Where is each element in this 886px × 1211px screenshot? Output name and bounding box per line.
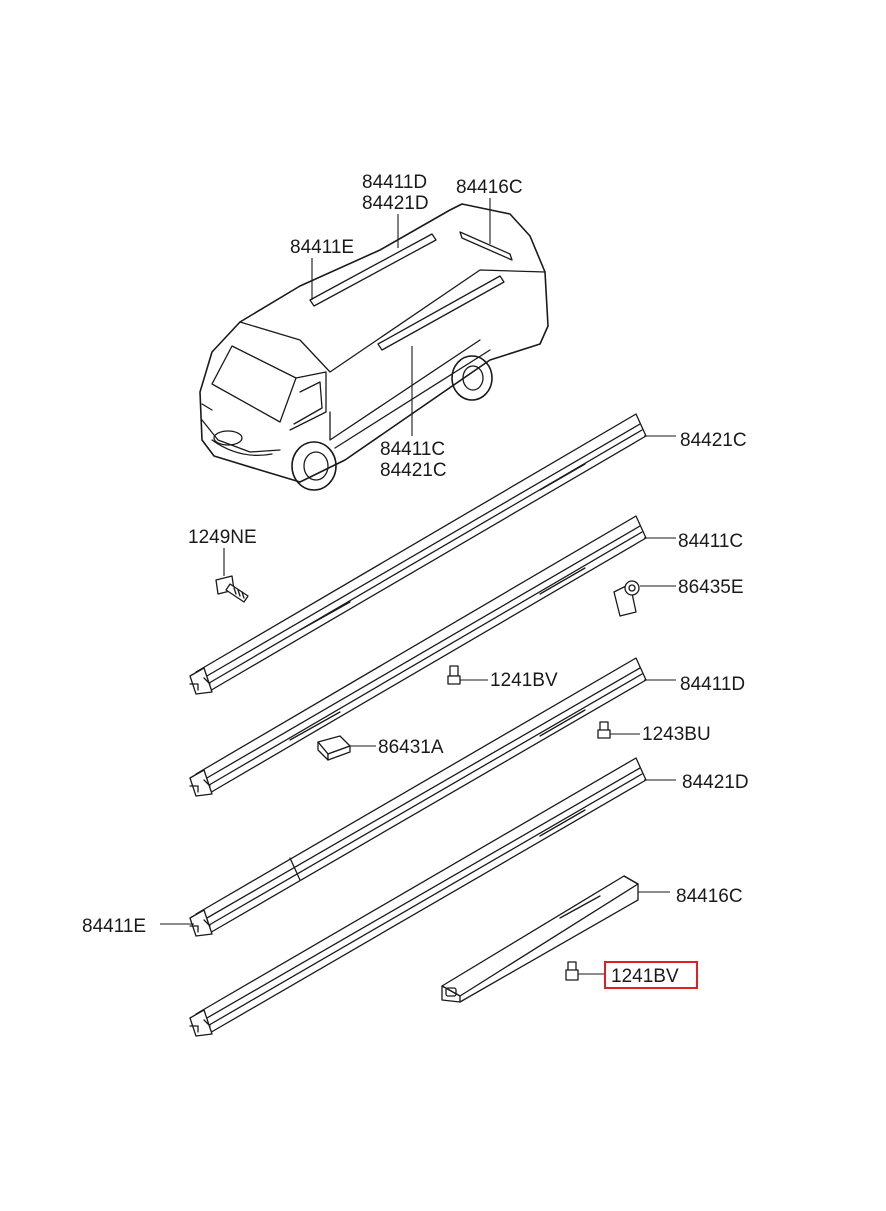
callout-84411E[interactable]: 84411E: [82, 916, 146, 937]
callout-84416C[interactable]: 84416C: [676, 886, 743, 907]
strip-84416C[interactable]: [441, 875, 639, 1003]
strip-84421D[interactable]: [189, 757, 647, 1037]
callout-van-84411E[interactable]: 84411E: [290, 237, 354, 258]
callout-84421D[interactable]: 84421D: [682, 772, 749, 793]
callout-84411C[interactable]: 84411C: [678, 531, 743, 552]
clip-86431A[interactable]: [317, 735, 351, 761]
callout-1249NE[interactable]: 1249NE: [188, 527, 257, 548]
strip-84411D[interactable]: [189, 657, 647, 937]
callout-1243BU[interactable]: 1243BU: [642, 724, 711, 745]
callout-86431A[interactable]: 86431A: [378, 737, 444, 758]
clip-86435E[interactable]: [613, 580, 640, 617]
callout-1241BV-upper[interactable]: 1241BV: [490, 670, 558, 691]
screw-1241BV-lower[interactable]: [565, 961, 579, 981]
callout-van-84416C[interactable]: 84416C: [456, 177, 523, 198]
highlight-box: [604, 961, 698, 989]
callout-van-84411C[interactable]: 84411C: [380, 439, 445, 460]
callout-84411D[interactable]: 84411D: [680, 674, 745, 695]
screw-1243BU[interactable]: [597, 721, 611, 739]
screw-1241BV-upper[interactable]: [447, 665, 461, 685]
callout-84421C[interactable]: 84421C: [680, 430, 747, 451]
van-illustration: [199, 203, 549, 491]
callout-1241BV-lower[interactable]: 1241BV: [611, 966, 679, 987]
strip-84411C[interactable]: [189, 515, 647, 797]
callout-86435E[interactable]: 86435E: [678, 577, 744, 598]
callout-van-84421D[interactable]: 84421D: [362, 193, 429, 214]
callout-van-84411D[interactable]: 84411D: [362, 172, 427, 193]
callout-van-84421C[interactable]: 84421C: [380, 460, 447, 481]
screw-1249NE[interactable]: [215, 575, 249, 603]
